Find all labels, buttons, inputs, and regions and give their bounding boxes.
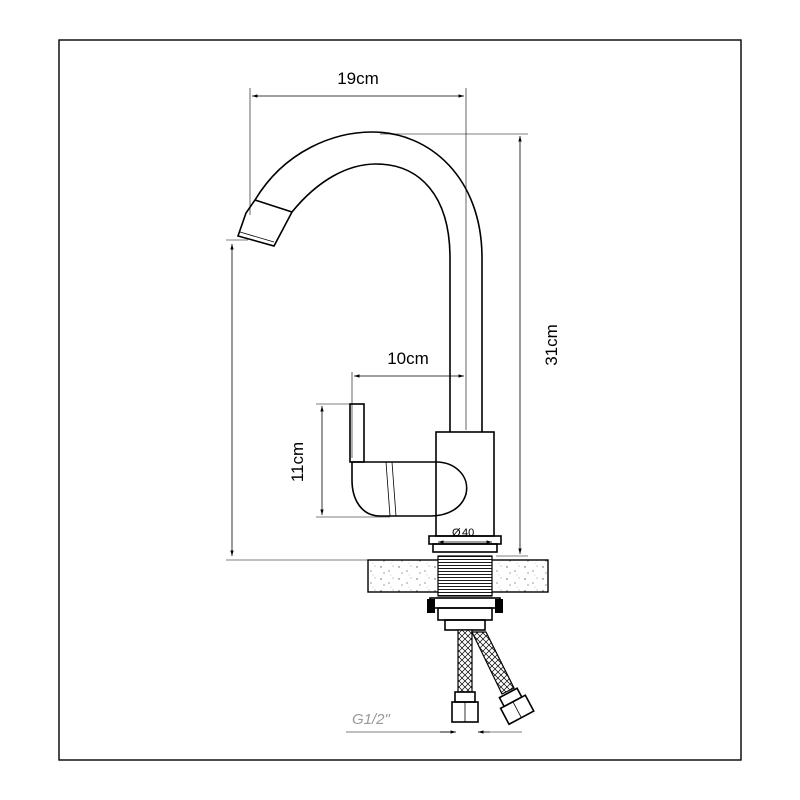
- countertop: [367, 555, 549, 597]
- dimension-height-right-label: 31cm: [542, 324, 561, 366]
- thread-specification: G1/2": [346, 711, 522, 734]
- dimension-width-top-label: 19cm: [337, 69, 379, 88]
- dimension-lever-offset: 10cm: [351, 349, 464, 458]
- faucet-body: [428, 431, 502, 553]
- mounting-nut: [427, 597, 503, 631]
- dimension-lever-offset-label: 10cm: [387, 349, 429, 368]
- supply-hose-straight: [451, 629, 479, 723]
- diameter-symbol: Ø: [452, 527, 461, 539]
- faucet-lever-handle: [349, 403, 468, 517]
- dimension-height-right: 31cm: [380, 133, 561, 557]
- dimension-lever-height: 11cm: [288, 403, 390, 518]
- faucet-spout: [236, 131, 483, 432]
- page-border: [58, 39, 742, 761]
- dimension-width-top: 19cm: [249, 69, 467, 430]
- supply-hose-angled: [471, 631, 535, 726]
- dimension-outlet-height: [226, 239, 368, 561]
- dimension-base-diameter-label: 40: [462, 527, 474, 539]
- thread-specification-label: G1/2": [352, 711, 391, 728]
- dimension-lever-height-label: 11cm: [288, 442, 307, 482]
- dimension-base-diameter: Ø 40: [438, 527, 492, 544]
